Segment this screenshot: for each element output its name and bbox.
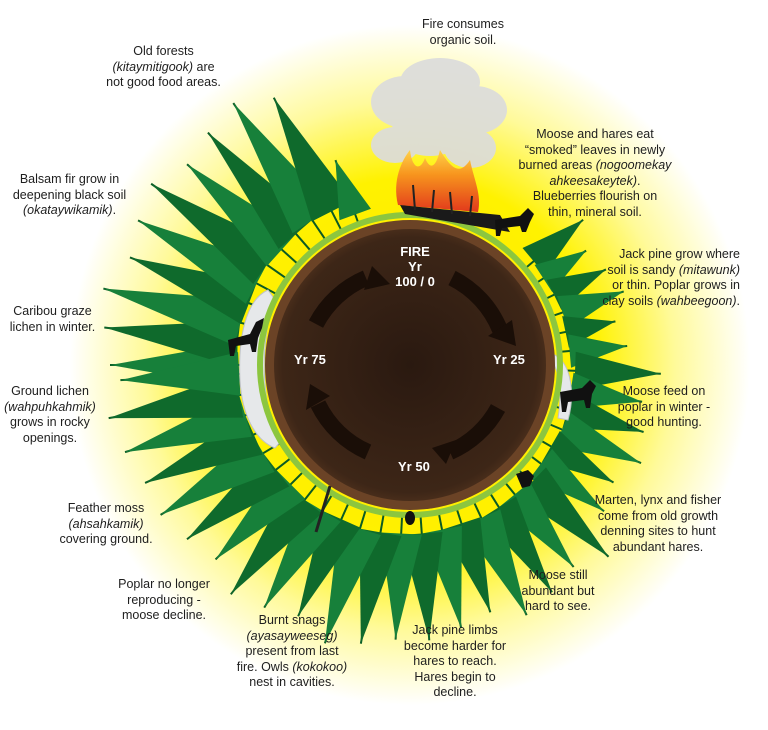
annotation-burnt-snags: Burnt snags (ayasayweeseg) present from …: [236, 613, 348, 689]
annotation-marten-lynx-fisher: Marten, lynx and fisher come from old gr…: [594, 493, 722, 554]
tree: [517, 467, 609, 557]
annotation-moose-hares: Moose and hares eat “smoked” leaves in n…: [518, 127, 672, 219]
tree: [215, 469, 306, 560]
fire-year-label: FIRE Yr 100 / 0: [385, 244, 445, 289]
burnt-snag-stumps: [412, 184, 473, 217]
cycle-arrows: [308, 270, 508, 460]
tree: [264, 499, 341, 608]
cycle-arrowheads: [306, 266, 516, 464]
smoke-plume: [371, 58, 507, 168]
tree: [574, 351, 661, 390]
hare-silhouette-1: [405, 511, 415, 525]
annotation-caribou: Caribou graze lichen in winter.: [9, 304, 96, 334]
annotation-old-forests: Old forests (kitaymitigook) are not good…: [106, 44, 221, 89]
tree: [187, 164, 297, 267]
tree: [359, 528, 402, 644]
tree: [298, 510, 361, 617]
tree: [120, 352, 241, 396]
moose-winter-silhouette: [560, 380, 596, 412]
burned-ground: [400, 205, 510, 232]
fire-yr: Yr: [408, 259, 422, 274]
annotation-moose-still: Moose still abundant but hard to see.: [521, 568, 595, 613]
forest-ring: [103, 97, 661, 644]
tree: [335, 160, 371, 221]
caribou-silhouette: [228, 318, 264, 356]
tree: [273, 97, 352, 222]
moose-silhouette: [495, 208, 534, 236]
annotation-moose-feed: Moose feed on poplar in winter - good hu…: [617, 384, 711, 429]
tree: [230, 486, 322, 595]
lynx-silhouette: [516, 470, 534, 488]
fire-flames: [396, 150, 480, 212]
annotation-fire-consumes: Fire consumes organic soil.: [422, 17, 504, 47]
yr50-label: Yr 50: [398, 459, 430, 474]
annotation-feather-moss: Feather moss (ahsahkamik) covering groun…: [59, 501, 153, 546]
fire-title: FIRE: [400, 244, 430, 259]
tree: [529, 448, 605, 512]
yr75-label: Yr 75: [294, 352, 326, 367]
annotation-jack-pine: Jack pine grow where soil is sandy (mita…: [602, 247, 740, 308]
tree: [129, 257, 258, 325]
tree: [151, 183, 281, 285]
tree: [138, 220, 268, 304]
tree: [541, 430, 614, 483]
owl-snag: [314, 485, 332, 533]
fire-years: 100 / 0: [395, 274, 435, 289]
tree: [522, 219, 584, 275]
tree: [534, 250, 587, 292]
annotation-poplar-no-longer: Poplar no longer reproducing - moose dec…: [118, 577, 210, 622]
yr25-label: Yr 25: [493, 352, 525, 367]
annotation-jack-pine-limbs: Jack pine limbs become harder for hares …: [403, 623, 507, 699]
annotation-ground-lichen: Ground lichen (wahpuhkahmik) grows in ro…: [4, 384, 96, 445]
annotation-balsam-fir: Balsam fir grow in deepening black soil …: [12, 172, 127, 217]
